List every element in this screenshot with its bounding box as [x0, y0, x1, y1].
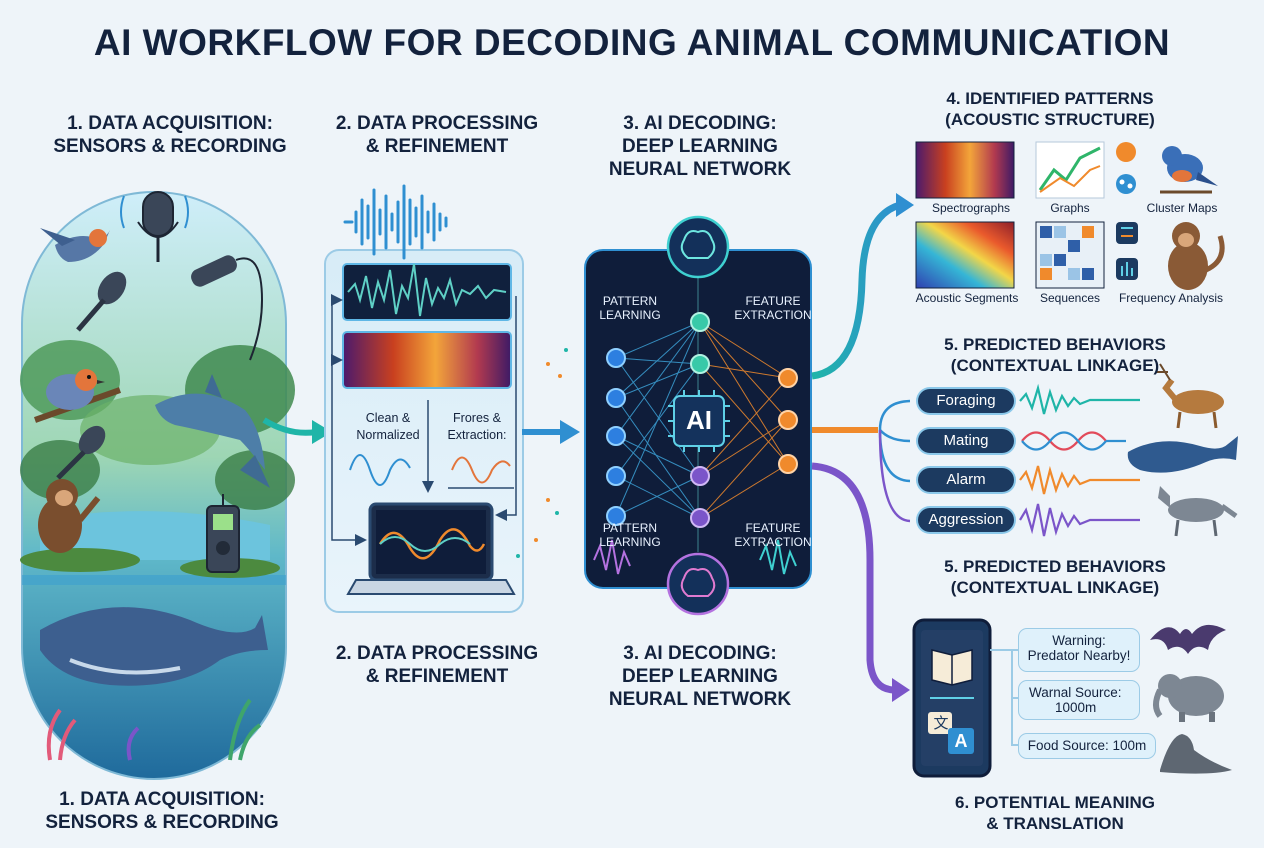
stage2-heading-top: 2. DATA PROCESSING & REFINEMENT [335, 113, 539, 157]
ai-chip-label: AI [686, 405, 712, 435]
label-spectrographs: Spectrographs [931, 201, 1011, 215]
graph-thumb [1035, 141, 1105, 199]
acoustic-segments-thumb [915, 221, 1015, 289]
recorder-icon [206, 494, 240, 573]
stage1-heading-bottom: 1. DATA ACQUISITION: SENSORS & RECORDING [45, 789, 279, 833]
wired-mic-icon [56, 425, 106, 480]
behavior-aggression: Aggression [918, 508, 1014, 532]
pattern-learning-bottom: PATTERN LEARNING [599, 521, 661, 549]
translation-phone [912, 618, 992, 778]
dolphin-icon [155, 374, 270, 488]
extraction-label: Frores & Extraction: [447, 411, 507, 442]
pattern-learning-top: PATTERN LEARNING [599, 294, 661, 322]
sparkle-icons [534, 362, 562, 542]
arrow-to-translation [811, 462, 896, 694]
label-sequences: Sequences [1039, 291, 1101, 305]
frequency-icons [1116, 222, 1138, 280]
bird-icon [40, 228, 110, 262]
coral-icon [46, 698, 262, 761]
cluster-icons [1116, 142, 1136, 194]
translate-a-icon: A [954, 731, 968, 751]
label-acoustic-segments: Acoustic Segments [915, 291, 1019, 305]
behavior-alarm: Alarm [918, 468, 1014, 492]
microphone-icon [120, 191, 189, 262]
feature-extraction-bottom: FEATURE EXTRACTION [734, 521, 812, 549]
bluebird-icon [1160, 146, 1218, 194]
deer-icon [1156, 363, 1224, 429]
stage3-heading-top: 3. AI DECODING: DEEP LEARNING NEURAL NET… [608, 113, 792, 180]
behavior-waves [1019, 383, 1140, 537]
stage4-heading: 4. IDENTIFIED PATTERNS (ACOUSTIC STRUCTU… [945, 89, 1155, 129]
stage3-heading-bottom: 3. AI DECODING: DEEP LEARNING NEURAL NET… [608, 643, 792, 710]
stage2-heading-bottom: 2. DATA PROCESSING & REFINEMENT [335, 643, 539, 687]
behavior-mating: Mating [918, 429, 1014, 453]
language-icon: 文 [933, 714, 949, 732]
monkey-icon [38, 479, 101, 553]
flow-arrow-1 [262, 417, 317, 436]
message-food-source: Food Source: 100m [1018, 733, 1156, 759]
handheld-mic-icon [76, 271, 127, 332]
message-warning: Warning: Predator Nearby! [1018, 628, 1140, 672]
message-warnal-source: Warnal Source: 1000m [1018, 680, 1140, 720]
arrow-to-patterns [811, 201, 902, 380]
label-cluster-maps: Cluster Maps [1146, 201, 1218, 215]
clean-normalized-label: Clean & Normalized [356, 411, 420, 442]
behavior-foraging: Foraging [918, 389, 1014, 413]
stage5-heading-b: 5. PREDICTED BEHAVIORS (CONTEXTUAL LINKA… [944, 557, 1166, 597]
processing-panel [324, 184, 524, 613]
seal-icon [1160, 734, 1232, 774]
stage6-heading: 6. POTENTIAL MEANING & TRANSLATION [955, 793, 1155, 833]
stage1-heading-top: 1. DATA ACQUISITION: SENSORS & RECORDING [53, 113, 287, 157]
stage5-heading-a: 5. PREDICTED BEHAVIORS (CONTEXTUAL LINKA… [944, 335, 1166, 375]
spectrograph-thumb [915, 141, 1015, 199]
main-title: AI WORKFLOW FOR DECODING ANIMAL COMMUNIC… [93, 22, 1171, 63]
sequences-thumb [1035, 221, 1105, 289]
robin-icon [34, 369, 121, 423]
elephant-icon [1153, 674, 1224, 722]
wolf-icon [1158, 486, 1238, 537]
shotgun-mic-icon [191, 255, 264, 361]
neural-network-panel [584, 215, 812, 616]
label-graphs: Graphs [1050, 201, 1090, 215]
feature-extraction-top: FEATURE EXTRACTION [734, 294, 812, 322]
whale-icon-2 [1127, 436, 1238, 473]
label-frequency-analysis: Frequency Analysis [1118, 291, 1224, 305]
whale-icon [40, 607, 268, 686]
monkey-icon-2 [1168, 222, 1225, 290]
bat-icon [1150, 624, 1226, 654]
